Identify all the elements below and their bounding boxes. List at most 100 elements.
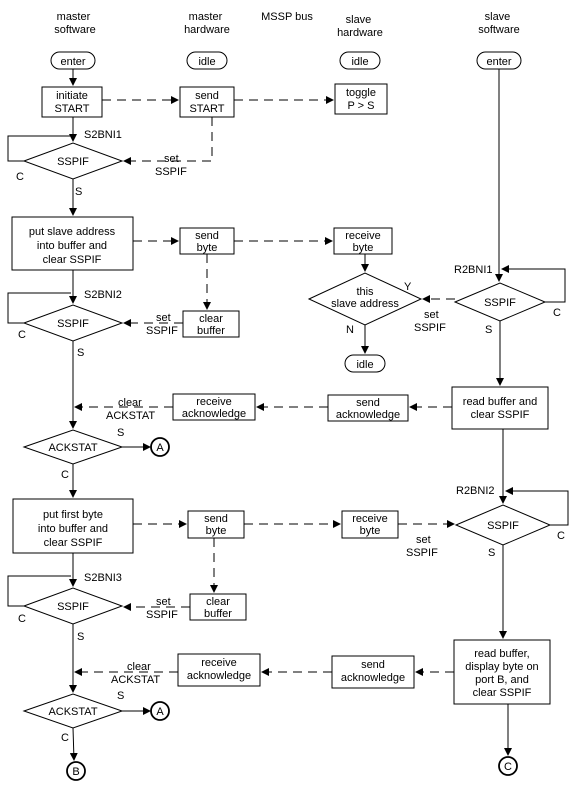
- label-s2bni1: S2BNI1: [84, 129, 122, 141]
- slave-hardware-idle-terminal: idle: [339, 51, 381, 70]
- label-s-1: S: [75, 186, 82, 198]
- master-enter-terminal: enter: [50, 51, 96, 70]
- label-c-2: C: [18, 329, 26, 341]
- svg-text:A: A: [156, 442, 164, 454]
- slave-flow-lines: [361, 69, 569, 756]
- header-master-software: master software: [54, 11, 96, 36]
- svg-text:SSPIF: SSPIF: [57, 156, 89, 168]
- header-master-hardware: master hardware: [184, 11, 230, 36]
- connector-b: B: [66, 761, 86, 781]
- label-set-sspif-3: set SSPIF: [146, 596, 178, 621]
- svg-text:SSPIF: SSPIF: [487, 520, 519, 532]
- svg-text:SSPIF: SSPIF: [484, 297, 516, 309]
- label-s-2: S: [77, 347, 84, 359]
- svg-text:enter: enter: [60, 56, 85, 68]
- label-s2bni2: S2BNI2: [84, 289, 122, 301]
- svg-text:ACKSTAT: ACKSTAT: [48, 442, 97, 454]
- connector-c: C: [498, 756, 518, 776]
- svg-text:idle: idle: [198, 56, 215, 68]
- label-s2bni3: S2BNI3: [84, 572, 122, 584]
- slave-enter-terminal: enter: [476, 51, 522, 70]
- ackstat-decision-2: ACKSTAT: [22, 693, 124, 729]
- sspif-decision-2: SSPIF: [22, 304, 124, 342]
- svg-text:idle: idle: [351, 56, 368, 68]
- master-flow-lines: [7, 69, 151, 761]
- header-slave-hardware: slave hardware: [337, 14, 383, 39]
- label-s-slave-2: S: [488, 547, 495, 559]
- connector-a-1: A: [150, 437, 170, 457]
- label-c-4: C: [18, 613, 26, 625]
- label-r2bni1: R2BNI1: [454, 264, 493, 276]
- master-hardware-idle-terminal: idle: [186, 51, 228, 70]
- svg-text:ACKSTAT: ACKSTAT: [48, 706, 97, 718]
- label-s-slave-1: S: [485, 324, 492, 336]
- header-mssp-bus: MSSP bus: [261, 11, 313, 23]
- svg-text:SSPIF: SSPIF: [57, 318, 89, 330]
- sspif-decision-3: SSPIF: [22, 587, 124, 625]
- label-s-3: S: [117, 427, 124, 439]
- svg-text:idle: idle: [356, 359, 373, 371]
- slave-sspif-decision-2: SSPIF: [454, 504, 552, 546]
- label-clear-ackstat-2: clear ACKSTAT: [111, 661, 160, 686]
- label-r2bni2: R2BNI2: [456, 485, 495, 497]
- ackstat-decision-1: ACKSTAT: [22, 429, 124, 465]
- label-s-5: S: [117, 690, 124, 702]
- label-y: Y: [404, 281, 412, 293]
- header-slave-software: slave software: [478, 11, 520, 36]
- sspif-decision-1: SSPIF: [22, 142, 124, 180]
- label-set-sspif-1: set SSPIF: [155, 153, 187, 178]
- label-c-3: C: [61, 469, 69, 481]
- svg-text:A: A: [156, 706, 164, 718]
- label-c-1: C: [16, 171, 24, 183]
- label-s-4: S: [77, 631, 84, 643]
- label-clear-ackstat-1: clear ACKSTAT: [106, 397, 155, 422]
- svg-text:C: C: [504, 761, 512, 773]
- connector-a-2: A: [150, 701, 170, 721]
- label-c-slave-1: C: [553, 307, 561, 319]
- label-set-sspif-2: set SSPIF: [146, 312, 178, 337]
- label-c-5: C: [61, 732, 69, 744]
- hardware-signal-lines: [74, 96, 455, 676]
- svg-text:SSPIF: SSPIF: [57, 601, 89, 613]
- svg-text:enter: enter: [486, 56, 511, 68]
- slave-sspif-decision-1: SSPIF: [453, 282, 547, 322]
- svg-text:B: B: [72, 766, 79, 778]
- label-set-sspif-slave-2: set SSPIF: [406, 534, 438, 559]
- label-n: N: [346, 324, 354, 336]
